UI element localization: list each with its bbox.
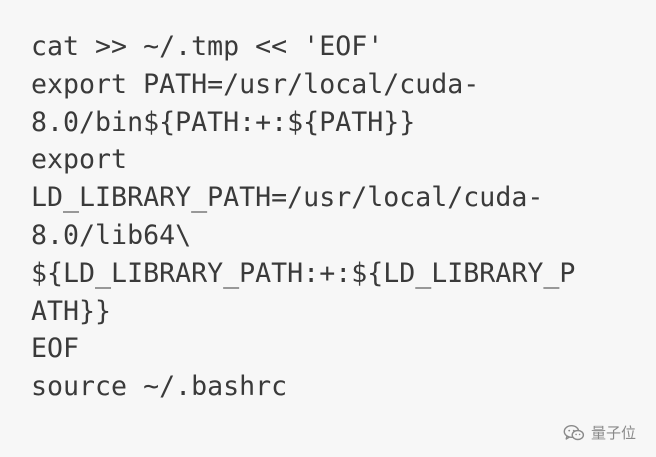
watermark: 量子位 (563, 422, 636, 443)
code-line: source ~/.bashrc (31, 371, 288, 403)
code-line: 8.0/bin${PATH:+:${PATH}} (31, 106, 416, 138)
code-line: cat >> ~/.tmp << 'EOF' (31, 31, 384, 62)
watermark-text: 量子位 (590, 424, 636, 442)
wechat-icon (563, 424, 585, 440)
code-block: cat >> ~/.tmp << 'EOF' export PATH=/usr/l… (31, 28, 641, 406)
code-line: ATH}} (31, 295, 112, 327)
code-line: LD_LIBRARY_PATH=/usr/local/cuda- (31, 182, 544, 214)
code-line: ${LD_LIBRARY_PATH:+:${LD_LIBRARY_P (31, 257, 576, 289)
code-line: 8.0/lib64\ (31, 219, 192, 251)
code-line: export PATH=/usr/local/cuda- (31, 68, 480, 100)
code-line: export (31, 144, 128, 176)
code-line: EOF (31, 333, 80, 365)
